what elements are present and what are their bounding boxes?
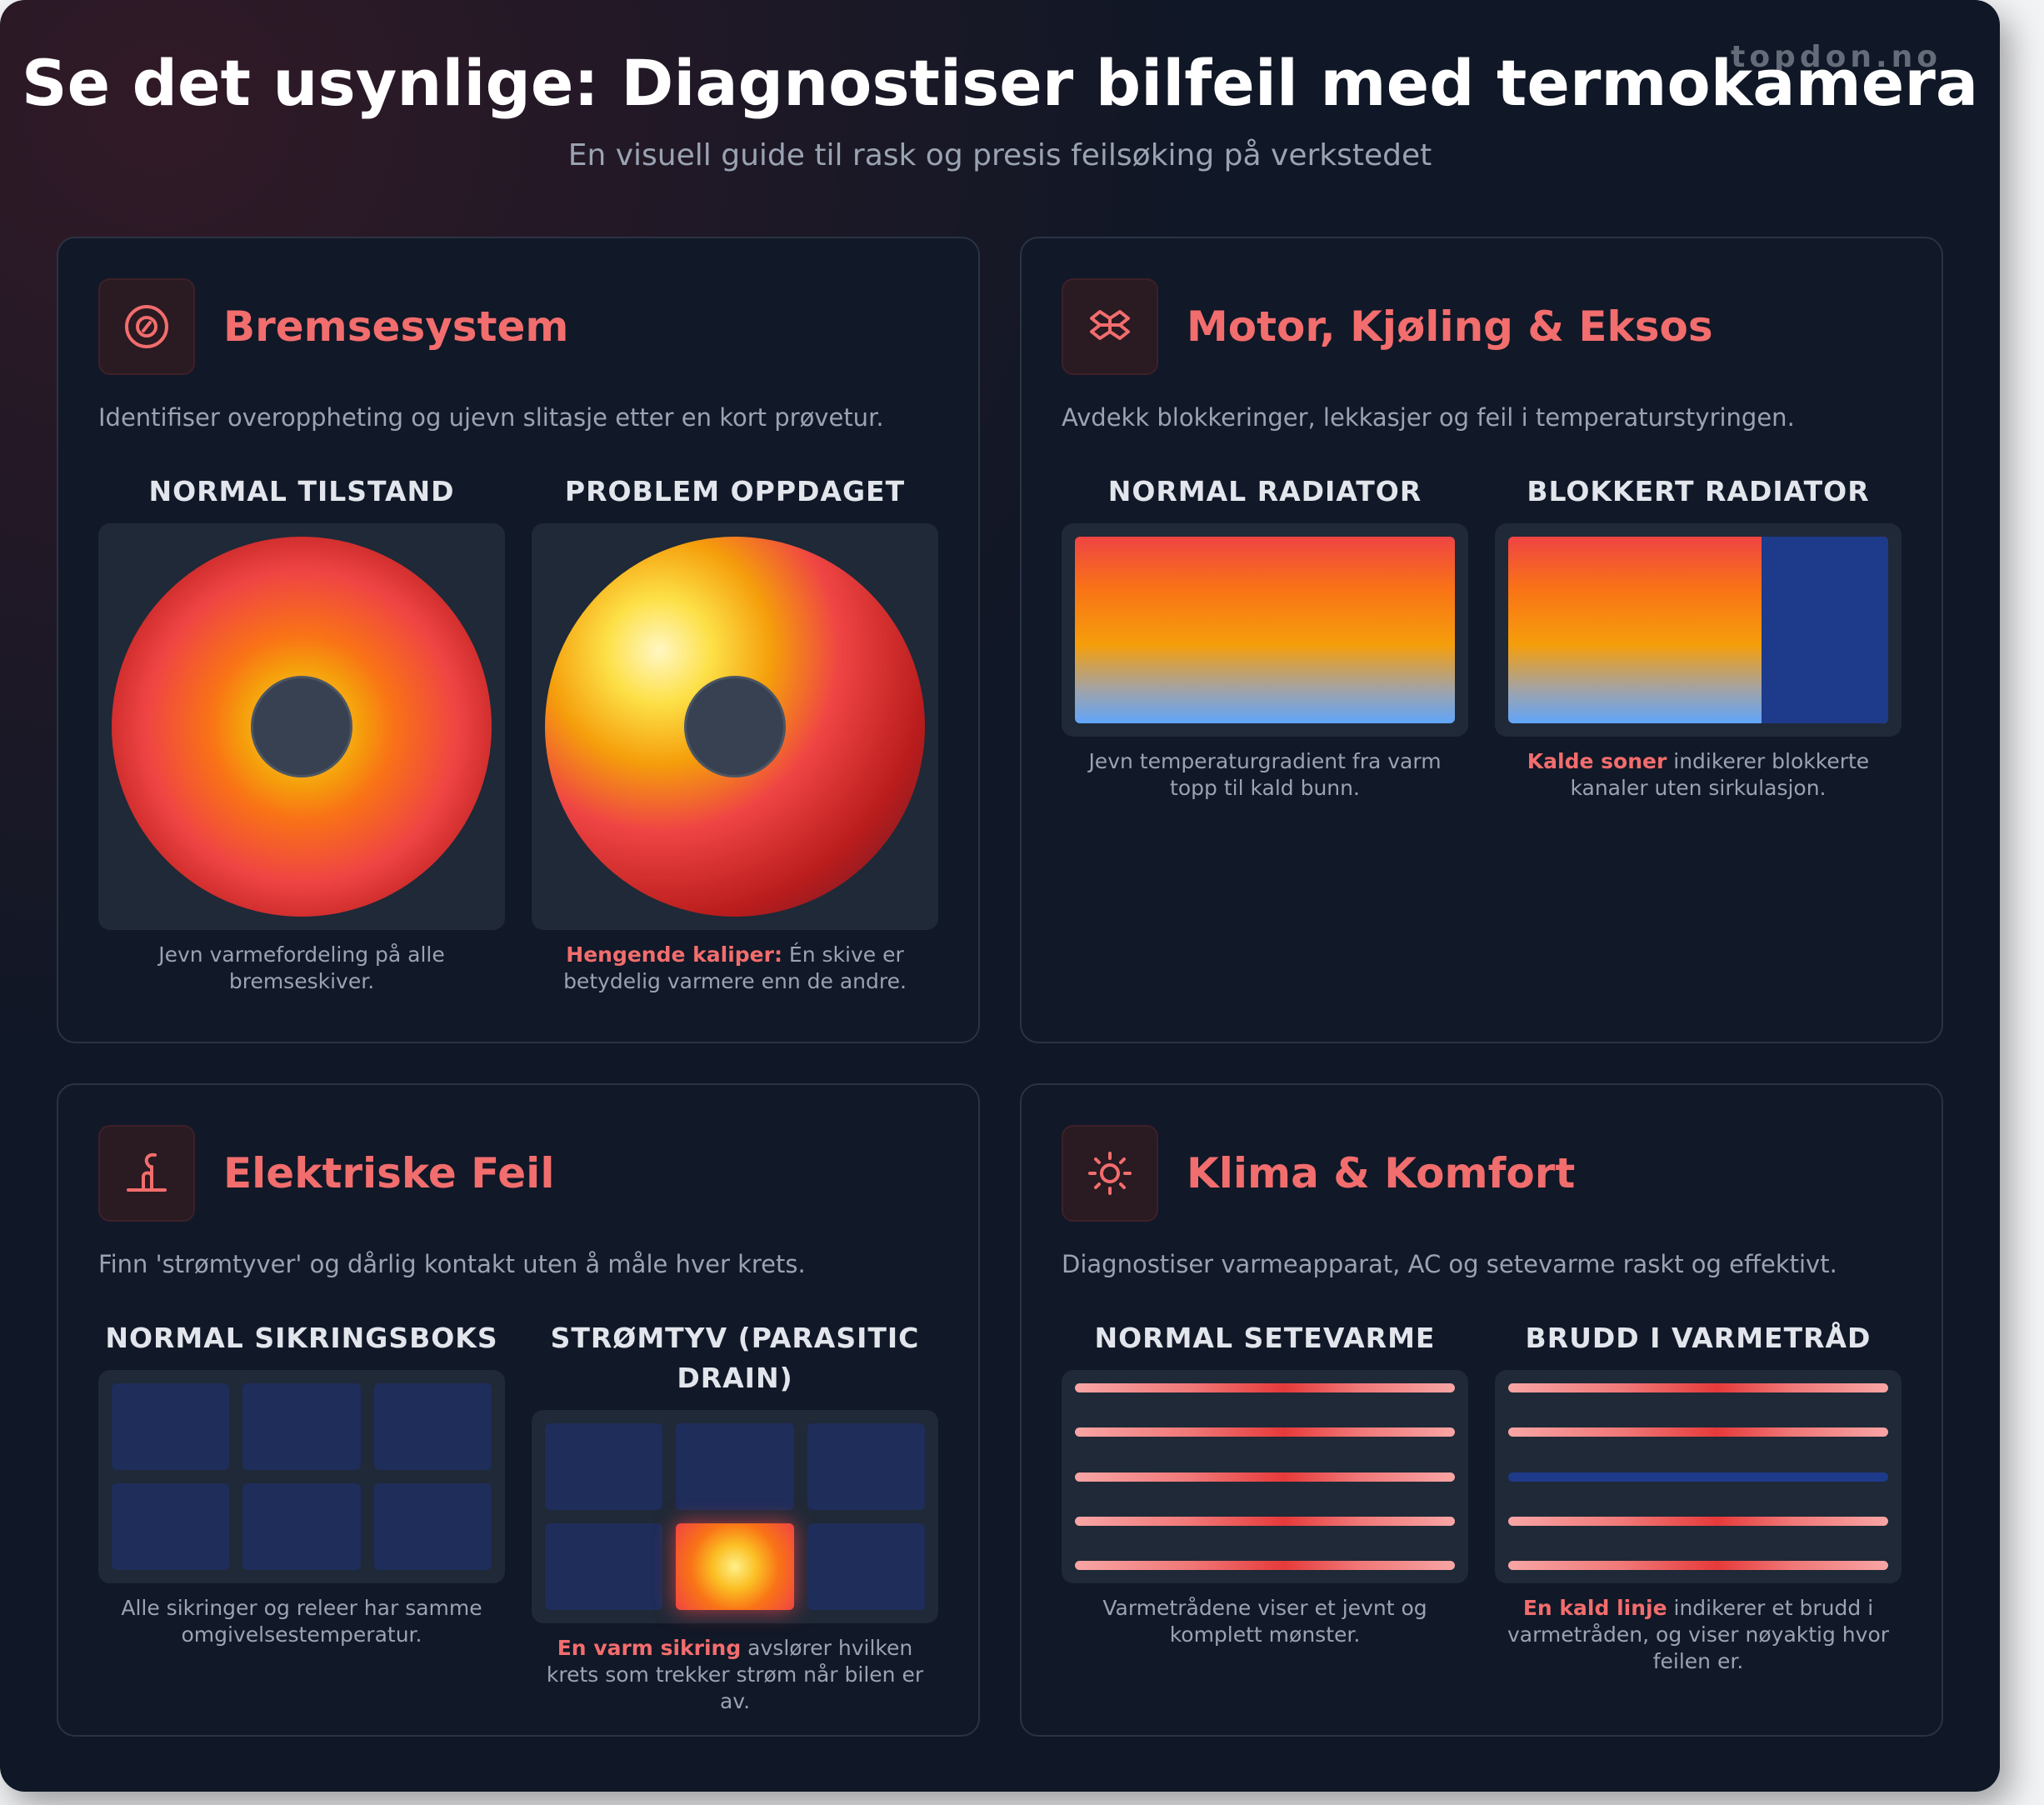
normal-caption: Jevn varmefordeling på alle bremseskiver…	[158, 942, 445, 993]
fuse	[807, 1523, 925, 1610]
fuse	[112, 1483, 230, 1570]
page-title: Se det usynlige: Diagnostiser bilfeil me…	[21, 46, 1979, 120]
card-header: Motor, Kjøling & Eksos	[1062, 278, 1713, 375]
card-engine: Motor, Kjøling & Eksos Avdekk blokkering…	[1020, 237, 1943, 1043]
fuse	[242, 1383, 361, 1470]
thermal-image-parasitic-drain	[532, 1410, 938, 1623]
normal-label: NORMAL SIKRINGSBOKS	[105, 1322, 498, 1354]
disc-hub	[251, 676, 352, 778]
card-brakes: Bremsesystem Identifiser overoppheting o…	[57, 237, 980, 1043]
brake-disc-icon	[98, 278, 195, 375]
problem-caption: Kalde soner indikerer blokkerte kanaler …	[1495, 748, 1902, 802]
heating-wire	[1075, 1428, 1455, 1438]
radiator-gradient	[1075, 537, 1455, 723]
caption-text: indikerer blokkerte kanaler uten sirkula…	[1570, 749, 1870, 800]
thermal-image-blocked-radiator	[1495, 523, 1902, 737]
problem-caption: Hengende kaliper: Én skive er betydelig …	[532, 942, 938, 995]
card-description: Avdekk blokkeringer, lekkasjer og feil i…	[1062, 403, 1795, 432]
sun-icon	[1062, 1125, 1158, 1222]
caption-text: avslører hvilken krets som trekker strøm…	[546, 1636, 924, 1713]
fuse	[242, 1483, 361, 1570]
normal-column: NORMAL RADIATOR Jevn temperaturgradient …	[1062, 472, 1468, 802]
normal-caption: Alle sikringer og releer har samme omgiv…	[121, 1596, 482, 1647]
caption-text: Én skive er betydelig varmere enn de and…	[563, 942, 907, 993]
caption-highlight: Hengende kaliper:	[566, 942, 782, 967]
thermal-image-normal-disc	[98, 523, 505, 930]
problem-label: STRØMTYV (PARASITIC DRAIN)	[550, 1322, 920, 1394]
heating-wire	[1075, 1561, 1455, 1570]
engine-icon	[1062, 278, 1158, 375]
card-header: Elektriske Feil	[98, 1125, 554, 1222]
problem-caption: En varm sikring avslører hvilken krets s…	[532, 1635, 938, 1715]
radiator-gradient	[1508, 537, 1888, 723]
problem-caption: En kald linje indikerer et brudd i varme…	[1495, 1595, 1902, 1675]
brake-disc-hotspot	[545, 537, 925, 917]
card-title: Bremsesystem	[223, 302, 569, 351]
disc-hub	[684, 676, 786, 778]
card-climate: Klima & Komfort Diagnostiser varmeappara…	[1020, 1083, 1943, 1737]
caption-highlight: Kalde soner	[1527, 749, 1667, 773]
normal-column: NORMAL SIKRINGSBOKS Alle sikringer og re…	[98, 1318, 505, 1648]
thermal-image-broken-wire	[1495, 1370, 1902, 1583]
fuse	[807, 1423, 925, 1510]
thermal-image-normal-seat	[1062, 1370, 1468, 1583]
fuse	[373, 1483, 492, 1570]
plug-icon	[98, 1125, 195, 1222]
problem-column: STRØMTYV (PARASITIC DRAIN) En varm sikri…	[532, 1318, 938, 1715]
cold-zone	[1762, 537, 1888, 723]
normal-label: NORMAL SETEVARME	[1094, 1322, 1436, 1354]
heating-wire	[1508, 1383, 1888, 1392]
fuse	[112, 1383, 230, 1470]
normal-label: NORMAL RADIATOR	[1107, 475, 1422, 508]
card-description: Identifiser overoppheting og ujevn slita…	[98, 403, 884, 432]
fuse	[545, 1423, 663, 1510]
cold-wire	[1508, 1472, 1888, 1482]
fuse	[545, 1523, 663, 1610]
card-description: Diagnostiser varmeapparat, AC og setevar…	[1062, 1250, 1837, 1278]
normal-caption: Jevn temperaturgradient fra varm topp ti…	[1088, 749, 1442, 800]
caption-highlight: En kald linje	[1522, 1596, 1667, 1620]
card-title: Motor, Kjøling & Eksos	[1187, 302, 1713, 351]
heating-wire	[1075, 1516, 1455, 1526]
brake-disc	[112, 537, 492, 917]
problem-column: PROBLEM OPPDAGET Hengende kaliper: Én sk…	[532, 472, 938, 995]
normal-caption: Varmetrådene viser et jevnt og komplett …	[1102, 1596, 1427, 1647]
thermal-image-hot-disc	[532, 523, 938, 930]
hot-fuse	[676, 1523, 794, 1610]
heating-wire	[1508, 1516, 1888, 1526]
normal-column: NORMAL SETEVARME Varmetrådene viser et j…	[1062, 1318, 1468, 1648]
card-description: Finn 'strømtyver' og dårlig kontakt uten…	[98, 1250, 806, 1278]
problem-column: BRUDD I VARMETRÅD En kald linje indikere…	[1495, 1318, 1902, 1675]
fuse	[373, 1383, 492, 1470]
caption-text: indikerer et brudd i varmetråden, og vis…	[1507, 1596, 1890, 1673]
watermark: topdon.no	[1731, 40, 1942, 74]
heating-wire	[1075, 1383, 1455, 1392]
problem-column: BLOKKERT RADIATOR Kalde soner indikerer …	[1495, 472, 1902, 802]
problem-label: PROBLEM OPPDAGET	[564, 475, 906, 508]
page-subtitle: En visuell guide til rask og presis feil…	[567, 138, 1432, 172]
card-header: Bremsesystem	[98, 278, 568, 375]
card-title: Elektriske Feil	[223, 1149, 555, 1198]
normal-label: NORMAL TILSTAND	[148, 475, 455, 508]
caption-highlight: En varm sikring	[557, 1636, 742, 1660]
problem-label: BRUDD I VARMETRÅD	[1525, 1322, 1872, 1354]
normal-column: NORMAL TILSTAND Jevn varmefordeling på a…	[98, 472, 505, 995]
heating-wire	[1508, 1561, 1888, 1570]
card-header: Klima & Komfort	[1062, 1125, 1575, 1222]
thermal-image-normal-radiator	[1062, 523, 1468, 737]
card-title: Klima & Komfort	[1187, 1149, 1576, 1198]
card-electrical: Elektriske Feil Finn 'strømtyver' og dår…	[57, 1083, 980, 1737]
problem-label: BLOKKERT RADIATOR	[1527, 475, 1870, 508]
infographic: topdon.no Se det usynlige: Diagnostiser …	[0, 0, 2000, 1792]
heating-wire	[1075, 1472, 1455, 1482]
fuse	[676, 1423, 794, 1510]
thermal-image-normal-fusebox	[98, 1370, 505, 1583]
heating-wire	[1508, 1428, 1888, 1438]
